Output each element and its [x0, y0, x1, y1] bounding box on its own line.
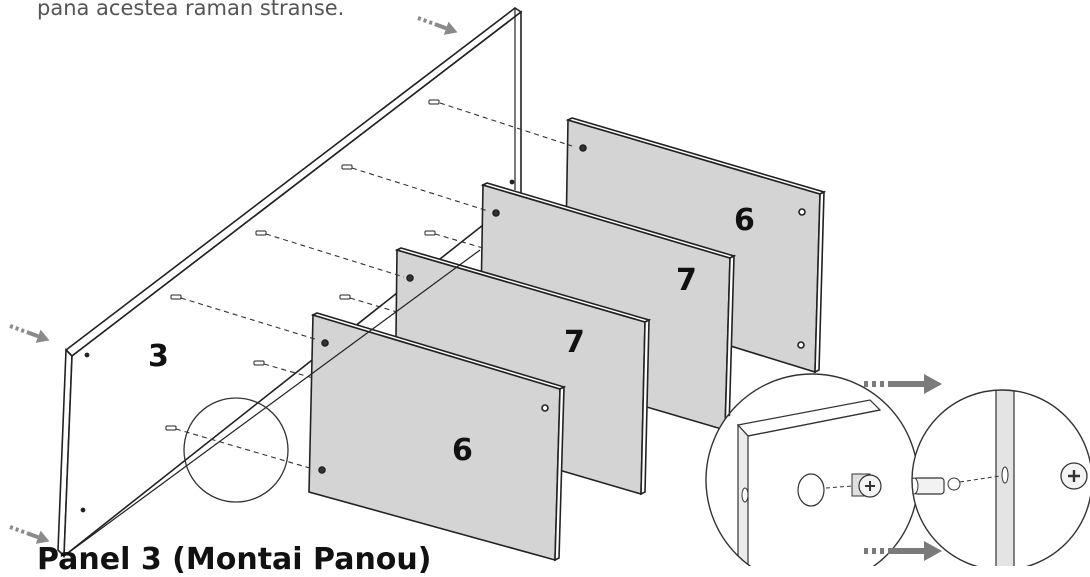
cam-lock-icon	[851, 473, 882, 498]
panel-label-6-back: 6	[734, 203, 755, 238]
dowel-guides	[175, 102, 573, 470]
detail-cam-lock	[705, 373, 919, 566]
dowel-icon	[165, 99, 440, 431]
panel-label-6-front: 6	[452, 433, 473, 468]
panel-label-7-front: 7	[564, 325, 585, 360]
panel-label-7-back: 7	[676, 263, 697, 298]
panel-bottom-edges	[63, 249, 481, 557]
push-arrow-icon	[9, 16, 458, 544]
detail-dowel-insert	[911, 389, 1090, 566]
panel-label-3: 3	[148, 339, 169, 374]
step-heading: Panel 3 (Montai Panou)	[37, 542, 432, 577]
dowel-pin-icon	[912, 477, 961, 495]
middle-front-panel-7	[394, 247, 652, 496]
detail-arrow-icon	[864, 374, 942, 561]
magnifier-circle	[183, 397, 289, 503]
instruction-caption: pana acestea raman stranse.	[37, 0, 345, 20]
front-panel-6	[308, 312, 567, 562]
screw-head-icon	[1060, 462, 1088, 490]
